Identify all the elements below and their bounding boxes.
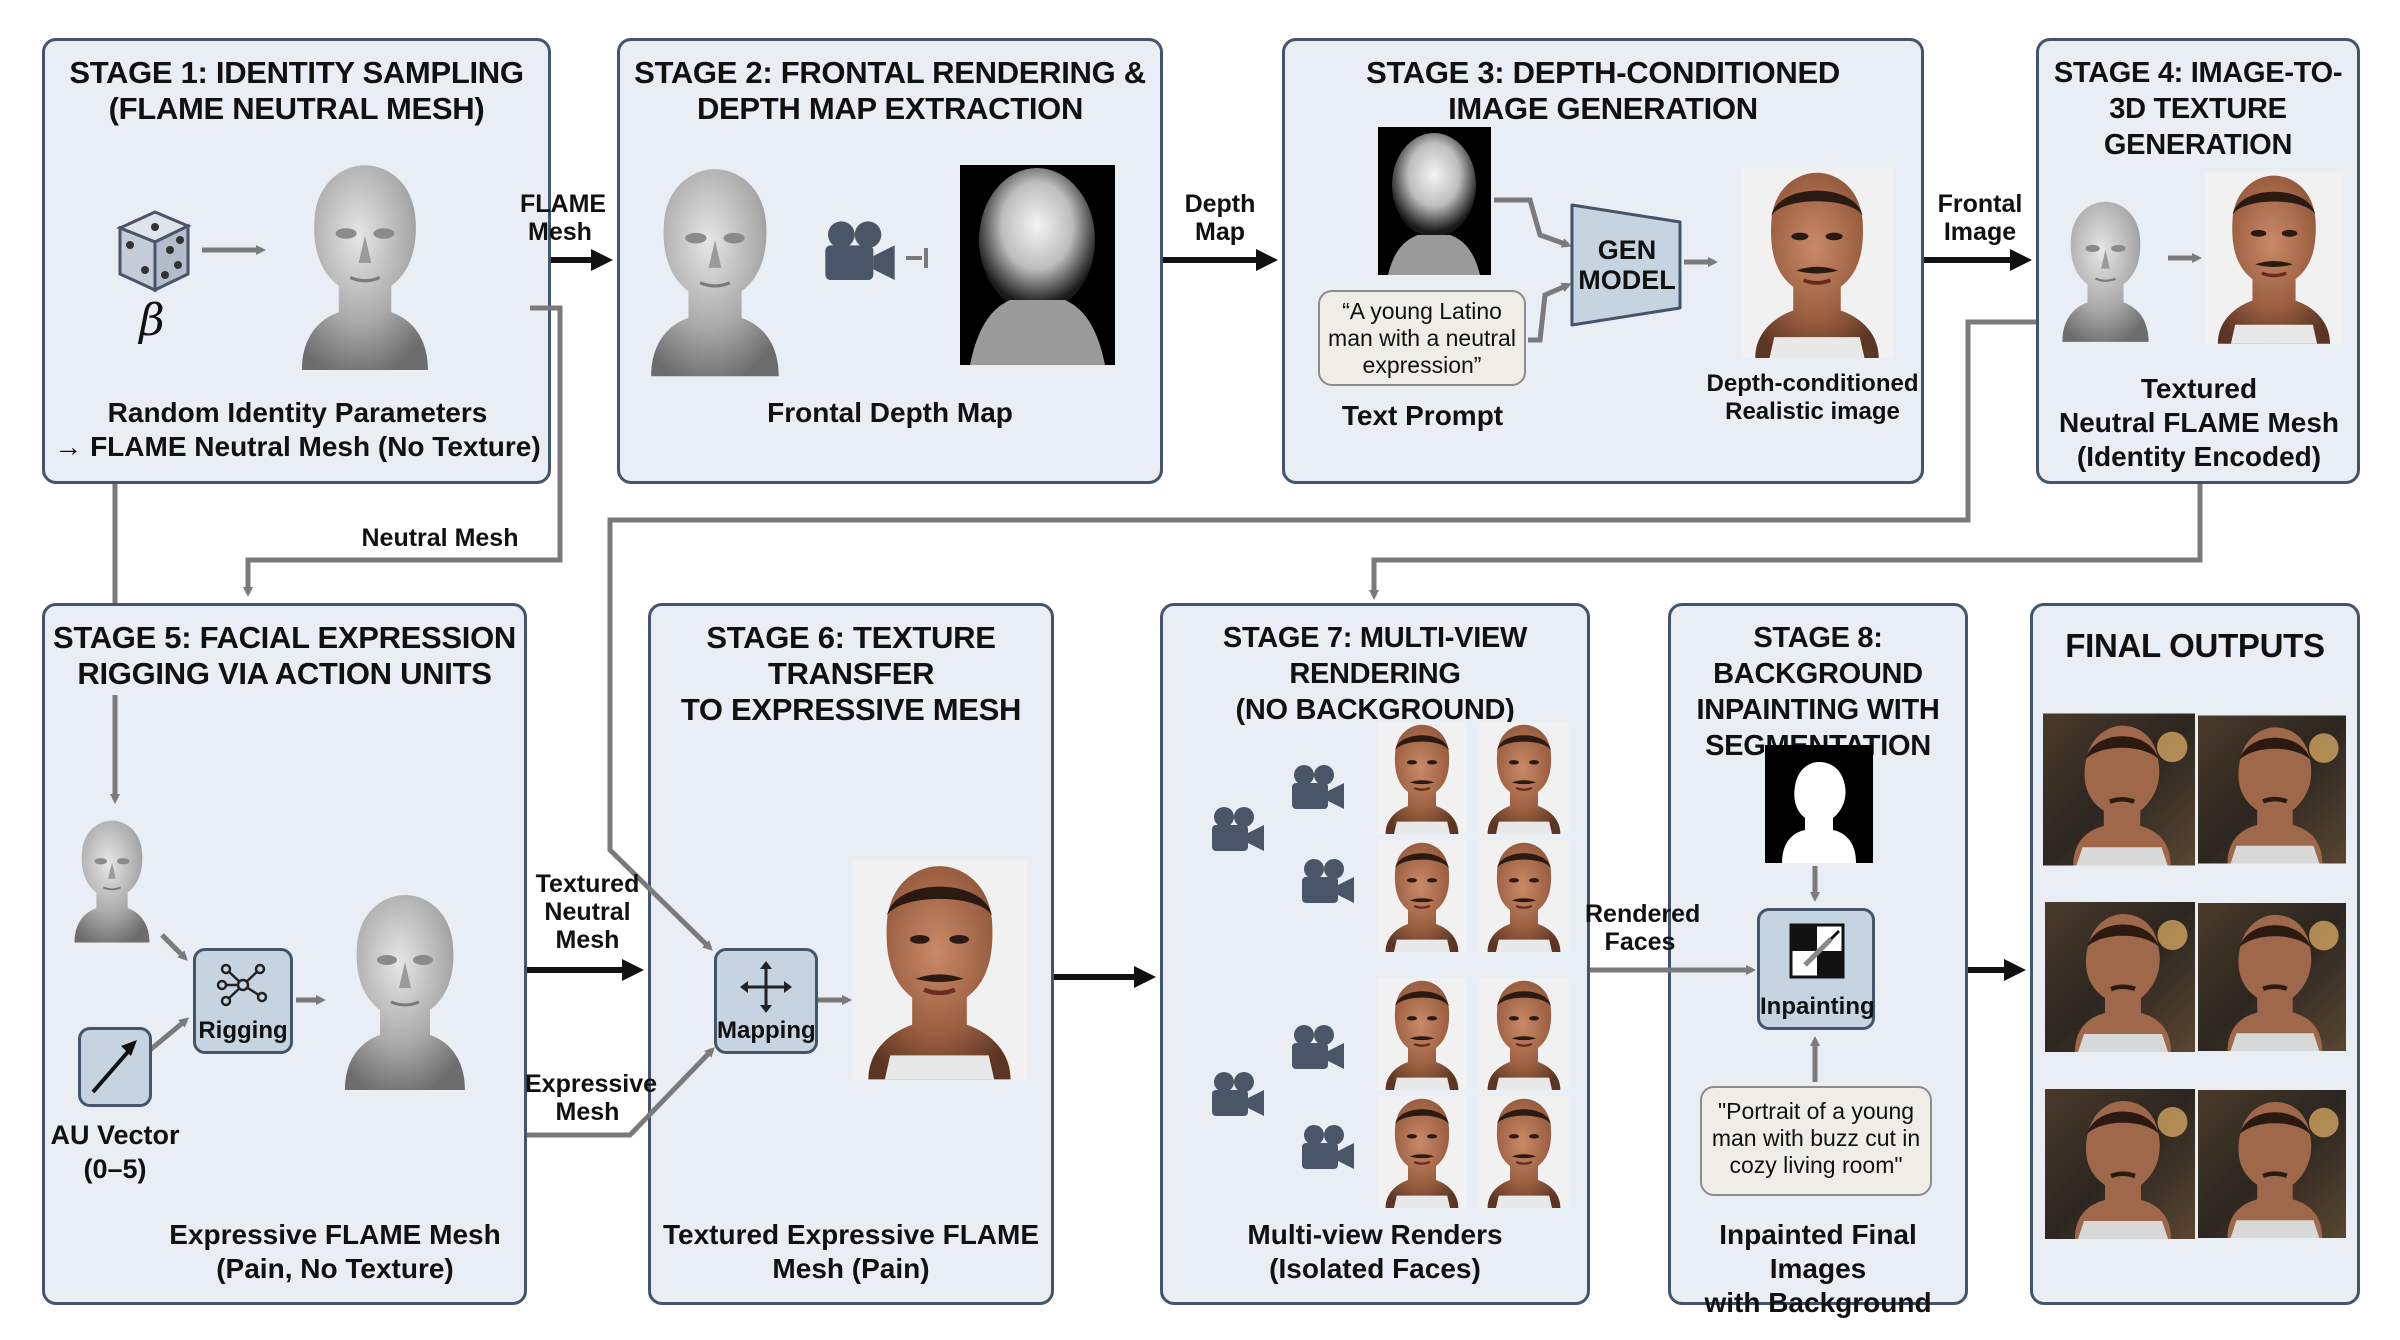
arrow-stage4-to-stage7: [1369, 484, 2203, 600]
stage-3-title: STAGE 3: DEPTH-CONDITIONED IMAGE GENERAT…: [1366, 55, 1840, 126]
label-depth-map: Depth Map: [1184, 190, 1256, 246]
arrow-depth-to-gen: [1494, 197, 1572, 248]
label-frontal-image: Frontal Image: [1937, 190, 2023, 246]
stage-7-caption: Multi-view Renders (Isolated Faces): [1247, 1219, 1503, 1284]
mapping-box: Mapping: [714, 948, 818, 1054]
text-prompt-caption: Text Prompt: [1341, 400, 1504, 431]
arrow-au-to-rigging: [148, 1017, 190, 1052]
label-expressive-mesh: Expressive Mesh: [525, 1070, 658, 1126]
rigging-box: Rigging: [193, 948, 293, 1054]
rigging-label: Rigging: [198, 1017, 288, 1044]
stage-1-caption: Random Identity Parameters → FLAME Neutr…: [54, 397, 541, 462]
au-vector-arrow-icon: [91, 1040, 137, 1094]
gen-model-label: GEN MODEL: [1578, 235, 1676, 295]
stage-5-title: STAGE 5: FACIAL EXPRESSION RIGGING VIA A…: [52, 620, 517, 691]
final-outputs-title: FINAL OUTPUTS: [2065, 627, 2325, 664]
stage-2-title: STAGE 2: FRONTAL RENDERING & DEPTH MAP E…: [634, 55, 1146, 126]
arrow-neutral-mesh-to-stage5: [243, 305, 563, 597]
mapping-move-icon: [740, 961, 792, 1013]
arrow-expressive-mesh-to-mapping: [527, 1047, 715, 1138]
inpainting-label: Inpainting: [1760, 993, 1875, 1020]
stage-4-title: STAGE 4: IMAGE-TO- 3D TEXTURE GENERATION: [2053, 57, 2343, 161]
stage-8-caption: Inpainted Final Images with Background: [1704, 1219, 1932, 1318]
mapping-label: Mapping: [717, 1017, 816, 1044]
stage-6-caption: Textured Expressive FLAME Mesh (Pain): [662, 1219, 1040, 1284]
stage-2-caption: Frontal Depth Map: [767, 397, 1013, 428]
stage-6-title: STAGE 6: TEXTURE TRANSFER TO EXPRESSIVE …: [680, 620, 1022, 727]
stage-7-title: STAGE 7: MULTI-VIEW RENDERING (NO BACKGR…: [1222, 622, 1528, 726]
inpainting-prompt-box: "Portrait of a young man with buzz cut i…: [1700, 1086, 1932, 1196]
stage-1-title: STAGE 1: IDENTITY SAMPLING (FLAME NEUTRA…: [69, 55, 524, 126]
stage-4-caption: Textured Neutral FLAME Mesh (Identity En…: [2058, 373, 2340, 472]
arrow-head-to-rigging: [160, 933, 188, 961]
au-vector-box: [78, 1027, 152, 1107]
text-prompt-box: “A young Latino man with a neutral expre…: [1318, 290, 1526, 386]
rigging-network-icon: [216, 963, 268, 1007]
inpainting-box: Inpainting: [1757, 908, 1875, 1030]
inpainting-icon: [1789, 923, 1845, 979]
au-vector-label: AU Vector (0–5): [50, 1120, 180, 1184]
arrow-stage4-to-stage6-mapping: [607, 319, 2036, 951]
realistic-image-caption: Depth-conditioned Realistic image: [1706, 370, 1919, 425]
label-textured-neutral-mesh: Textured Neutral Mesh: [535, 870, 640, 954]
label-neutral-mesh: Neutral Mesh: [361, 524, 519, 552]
label-rendered-faces: Rendered Faces: [1585, 900, 1701, 956]
label-flame-mesh: FLAME Mesh: [520, 190, 607, 246]
stage-5-caption: Expressive FLAME Mesh (Pain, No Texture): [169, 1219, 501, 1284]
arrow-prompt-to-gen: [1528, 282, 1572, 343]
beta-symbol: β: [139, 295, 165, 346]
